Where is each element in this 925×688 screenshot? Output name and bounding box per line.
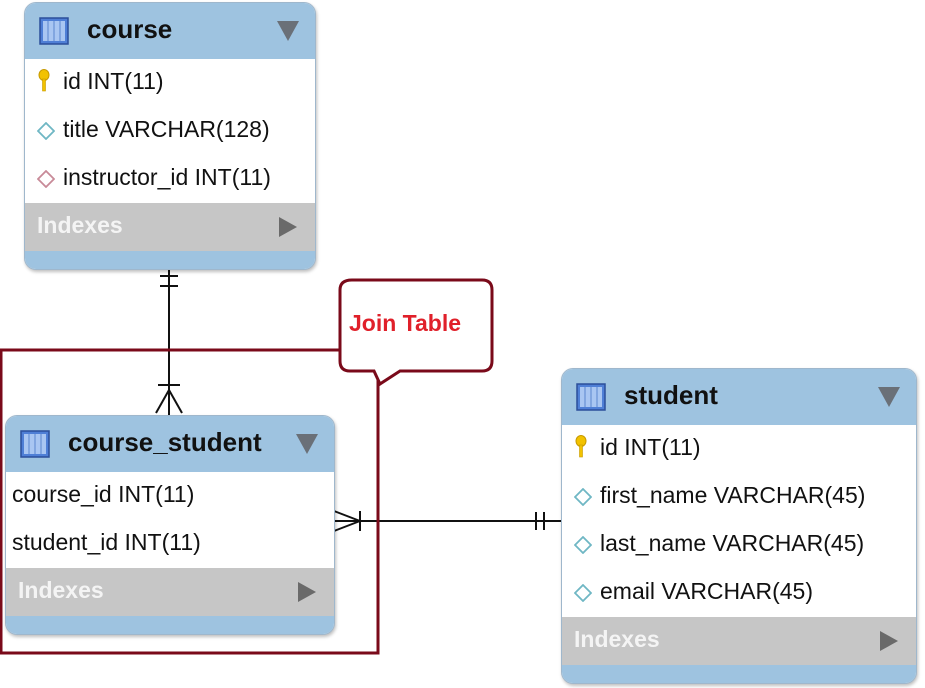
expand-arrow-icon[interactable] [298, 582, 316, 602]
column-label: last_name VARCHAR(45) [600, 530, 865, 556]
indexes-label: Indexes [37, 212, 123, 238]
column-label: title VARCHAR(128) [63, 116, 270, 142]
indexes-section[interactable]: Indexes [25, 203, 315, 251]
table-footer [6, 616, 334, 634]
table-icon [576, 383, 606, 411]
column-label: student_id INT(11) [12, 529, 201, 555]
column-label: first_name VARCHAR(45) [600, 482, 866, 508]
column-label: email VARCHAR(45) [600, 578, 814, 604]
table-name: student [624, 380, 718, 410]
column-row[interactable]: title VARCHAR(128) [25, 107, 315, 155]
key-icon [38, 69, 50, 92]
collapse-toggle-icon[interactable] [277, 21, 299, 41]
table-name: course [87, 14, 173, 44]
table-header[interactable]: course [25, 3, 315, 59]
table-icon [39, 17, 69, 45]
column-row[interactable]: student_id INT(11) [6, 520, 334, 568]
diamond-icon [574, 488, 592, 506]
diamond-icon [574, 584, 592, 602]
table-student[interactable]: student id INT(11) first_name VARCHAR(45… [561, 368, 917, 684]
table-course[interactable]: course id INT(11) title VARCHAR(128) ins… [24, 2, 316, 270]
table-name: course_student [68, 427, 262, 457]
expand-arrow-icon[interactable] [279, 217, 297, 237]
column-label: instructor_id INT(11) [63, 164, 271, 190]
join-table-highlight-box [0, 348, 380, 655]
table-header[interactable]: course_student [6, 416, 334, 472]
column-row[interactable]: course_id INT(11) [6, 472, 334, 520]
column-label: course_id INT(11) [12, 481, 195, 507]
column-row[interactable]: email VARCHAR(45) [562, 569, 916, 617]
indexes-label: Indexes [574, 626, 660, 652]
relation-course-to-course-student [155, 265, 183, 415]
diamond-icon [574, 536, 592, 554]
column-row[interactable]: first_name VARCHAR(45) [562, 473, 916, 521]
column-row[interactable]: id INT(11) [562, 425, 916, 473]
collapse-toggle-icon[interactable] [296, 434, 318, 454]
column-label: id INT(11) [63, 68, 164, 94]
indexes-section[interactable]: Indexes [6, 568, 334, 616]
table-icon [20, 430, 50, 458]
column-row[interactable]: last_name VARCHAR(45) [562, 521, 916, 569]
relation-student-to-course-student [333, 510, 561, 532]
indexes-label: Indexes [18, 577, 104, 603]
expand-arrow-icon[interactable] [880, 631, 898, 651]
indexes-section[interactable]: Indexes [562, 617, 916, 665]
column-label: id INT(11) [600, 434, 701, 460]
key-icon [575, 435, 587, 458]
join-table-label: Join Table [349, 310, 462, 336]
collapse-toggle-icon[interactable] [878, 387, 900, 407]
foreign-key-diamond-icon [37, 170, 55, 188]
table-footer [25, 251, 315, 269]
column-row[interactable]: id INT(11) [25, 59, 315, 107]
join-table-callout-bubble [338, 278, 494, 387]
table-footer [562, 665, 916, 683]
table-header[interactable]: student [562, 369, 916, 425]
table-course-student[interactable]: course_student course_id INT(11) student… [5, 415, 335, 635]
diamond-icon [37, 122, 55, 140]
column-row[interactable]: instructor_id INT(11) [25, 155, 315, 203]
